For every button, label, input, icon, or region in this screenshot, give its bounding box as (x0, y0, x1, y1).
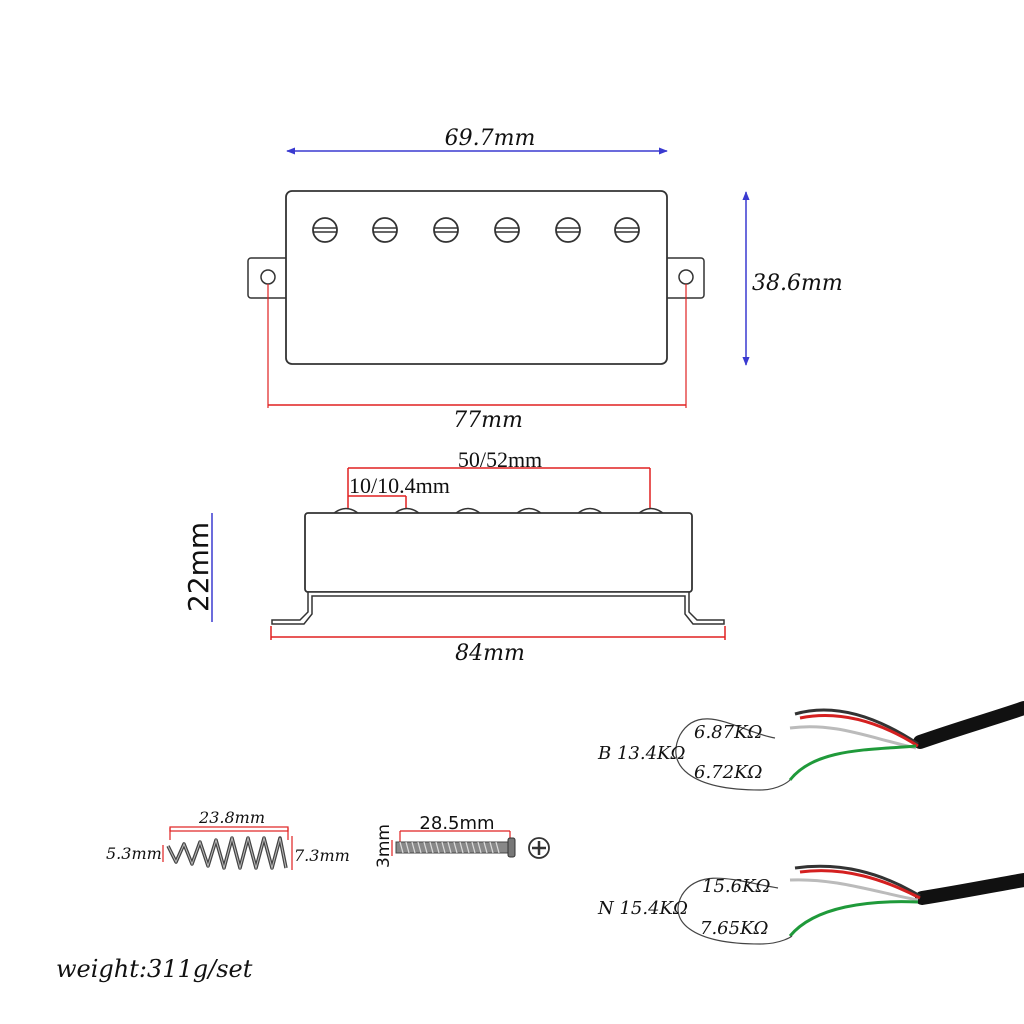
screw-head (507, 837, 516, 858)
label-bridge-coil-b: 6.72KΩ (694, 762, 763, 783)
label-neck-coil-a: 15.6KΩ (702, 876, 771, 897)
pickup-cover-top (285, 190, 668, 365)
neck-wiring: 15.6KΩ 7.65KΩ N 15.4KΩ (597, 864, 1024, 945)
label-neck-total: N 15.4KΩ (597, 898, 688, 919)
label-height: 38.6mm (752, 271, 843, 296)
pole-screw (312, 217, 338, 243)
label-screw-length: 28.5mm (419, 813, 494, 834)
label-screw-diameter: 3mm (374, 824, 394, 868)
label-spring-large-dia: 7.3mm (294, 846, 350, 865)
pole-screws (312, 217, 640, 243)
phillips-icon (528, 837, 550, 859)
pole-screw (555, 217, 581, 243)
label-weight: weight:311g/set (56, 955, 253, 983)
pole-screw (433, 217, 459, 243)
label-pole-spacing: 10/10.4mm (349, 473, 450, 498)
screw: 28.5mm 3mm (374, 813, 550, 868)
label-pole-span: 50/52mm (458, 447, 542, 472)
side-view: 50/52mm 10/10.4mm 22mm 84mm (182, 447, 726, 666)
pole-screw (614, 217, 640, 243)
label-base-width: 84mm (455, 641, 525, 666)
label-spring-small-dia: 5.3mm (106, 844, 162, 863)
mount-hole-right (678, 269, 694, 285)
label-inner-width: 69.7mm (445, 126, 536, 151)
label-total-width: 77mm (453, 408, 523, 433)
label-neck-coil-b: 7.65KΩ (700, 918, 769, 939)
label-side-height: 22mm (182, 522, 215, 612)
mount-hole-left (260, 269, 276, 285)
pole-screw (372, 217, 398, 243)
top-view: 69.7mm 38.6mm 77mm (247, 126, 843, 433)
pole-screw (494, 217, 520, 243)
bridge-wiring: 6.87KΩ 6.72KΩ B 13.4KΩ (597, 701, 1024, 791)
base-plate (271, 591, 725, 625)
label-spring-length: 23.8mm (198, 808, 265, 827)
label-bridge-coil-a: 6.87KΩ (694, 722, 763, 743)
spring: 23.8mm 5.3mm 7.3mm (106, 808, 350, 870)
pickup-cover-side (304, 512, 693, 593)
label-bridge-total: B 13.4KΩ (597, 743, 685, 764)
